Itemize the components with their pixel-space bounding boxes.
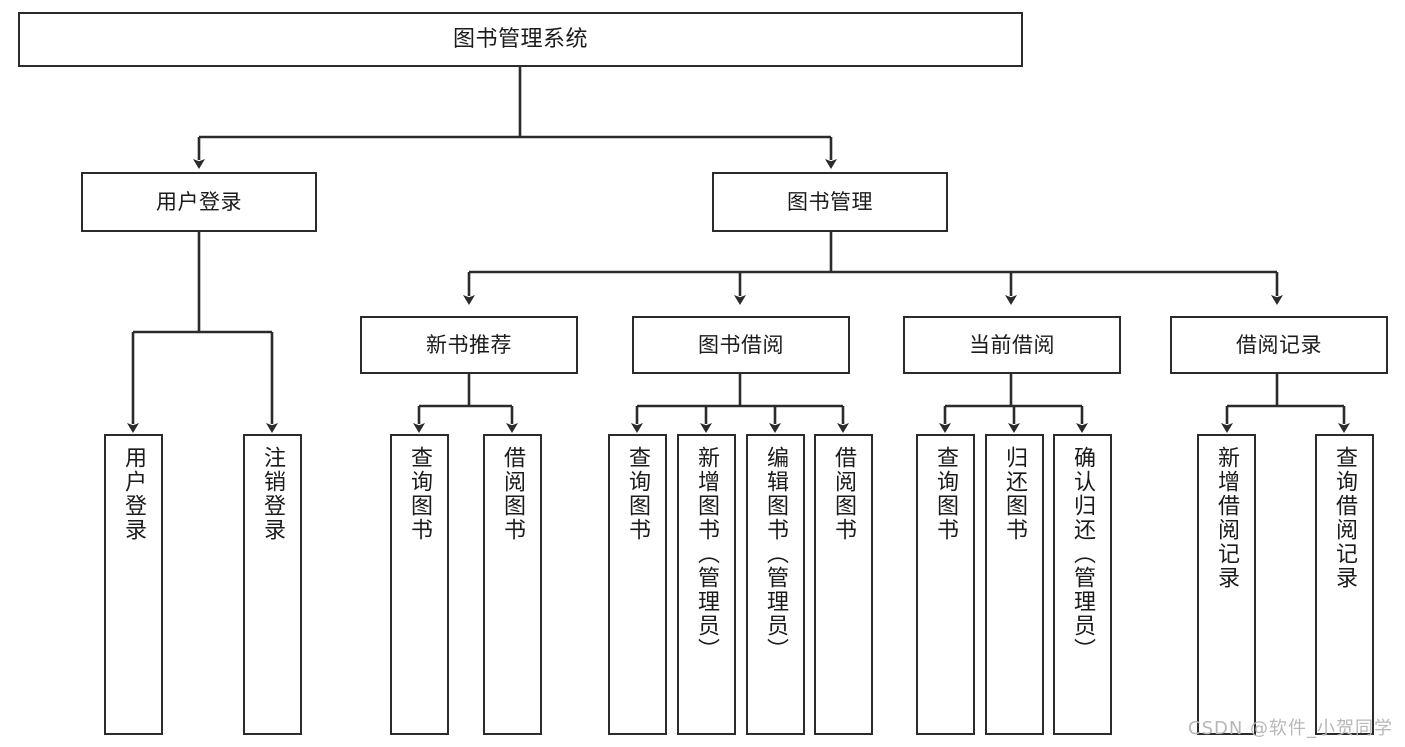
node-label: 查询图书 xyxy=(933,446,959,542)
node-book-borrow[interactable]: 图书借阅 xyxy=(632,316,850,374)
leaf-current-borrow-return-book[interactable]: 归还图书 xyxy=(985,434,1044,735)
leaf-user-login-logout[interactable]: 注销登录 xyxy=(243,434,302,735)
leaf-current-borrow-confirm-return-admin[interactable]: 确认归还（管理员） xyxy=(1053,434,1112,735)
node-borrow-record[interactable]: 借阅记录 xyxy=(1170,316,1388,374)
leaf-new-book-query-book[interactable]: 查询图书 xyxy=(390,434,449,735)
node-label: 新增图书（管理员） xyxy=(694,446,720,662)
leaf-new-book-borrow-book[interactable]: 借阅图书 xyxy=(483,434,542,735)
node-user-login[interactable]: 用户登录 xyxy=(81,172,317,232)
node-label: 当前借阅 xyxy=(969,332,1055,357)
node-label: 用户登录 xyxy=(121,446,147,542)
node-label: 查询图书 xyxy=(407,446,433,542)
node-label: 借阅图书 xyxy=(831,446,857,542)
leaf-book-borrow-edit-book-admin[interactable]: 编辑图书（管理员） xyxy=(746,434,805,735)
leaf-borrow-record-add-record[interactable]: 新增借阅记录 xyxy=(1197,434,1256,735)
node-new-book-recommend[interactable]: 新书推荐 xyxy=(360,316,578,374)
node-label: 图书管理 xyxy=(787,189,873,214)
node-label: 新增借阅记录 xyxy=(1214,446,1240,590)
node-label: 查询图书 xyxy=(625,446,651,542)
node-label: 新书推荐 xyxy=(426,332,512,357)
node-book-management[interactable]: 图书管理 xyxy=(712,172,948,232)
node-label: 图书管理系统 xyxy=(452,26,588,52)
watermark: CSDN @软件_小贺同学 xyxy=(1188,718,1394,739)
node-label: 用户登录 xyxy=(156,189,242,214)
leaf-user-login-login[interactable]: 用户登录 xyxy=(104,434,163,735)
leaf-book-borrow-query-book[interactable]: 查询图书 xyxy=(608,434,667,735)
leaf-book-borrow-add-book-admin[interactable]: 新增图书（管理员） xyxy=(677,434,736,735)
node-current-borrow[interactable]: 当前借阅 xyxy=(903,316,1121,374)
leaf-book-borrow-borrow-book[interactable]: 借阅图书 xyxy=(814,434,873,735)
node-label: 确认归还（管理员） xyxy=(1070,446,1096,662)
node-root-book-management-system[interactable]: 图书管理系统 xyxy=(18,12,1023,67)
node-label: 借阅记录 xyxy=(1236,332,1322,357)
node-label: 编辑图书（管理员） xyxy=(763,446,789,662)
node-label: 图书借阅 xyxy=(698,332,784,357)
leaf-current-borrow-query-book[interactable]: 查询图书 xyxy=(916,434,975,735)
node-label: 查询借阅记录 xyxy=(1332,446,1358,590)
node-label: 注销登录 xyxy=(260,446,286,542)
leaf-borrow-record-query-record[interactable]: 查询借阅记录 xyxy=(1315,434,1374,735)
node-label: 借阅图书 xyxy=(500,446,526,542)
node-label: 归还图书 xyxy=(1002,446,1028,542)
